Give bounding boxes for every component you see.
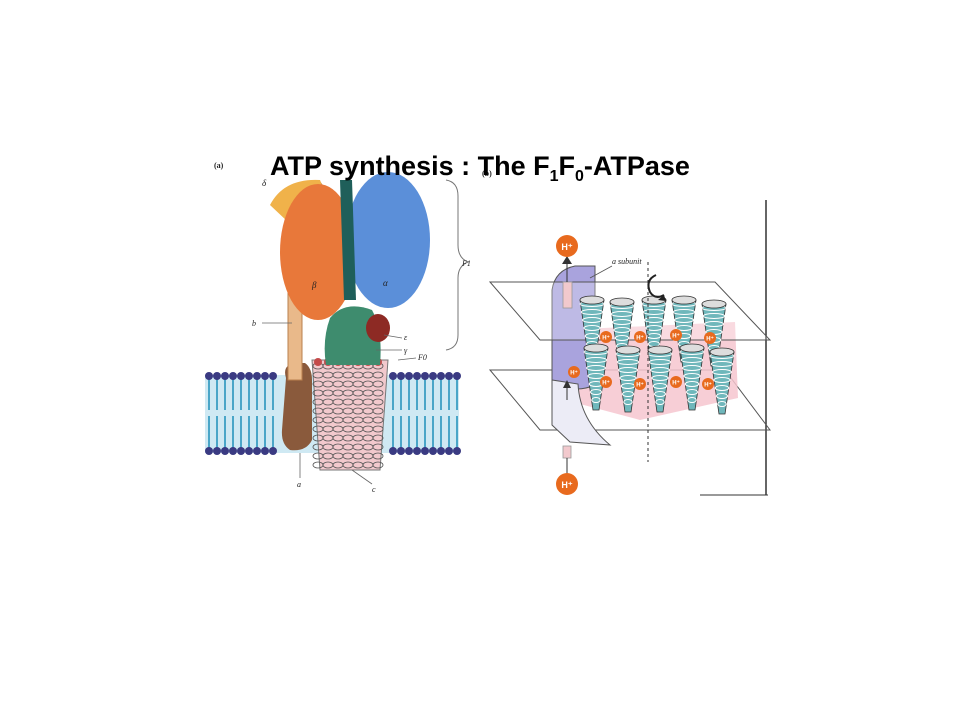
ring-proton-label: H⁺ (706, 336, 714, 343)
ring-proton-label: H⁺ (636, 335, 644, 342)
epsilon-label: ε (404, 333, 408, 342)
epsilon-subunit (366, 314, 390, 342)
f1-label: F1 (461, 259, 471, 268)
proton-top-label: H⁺ (561, 242, 572, 252)
c-ring (312, 358, 388, 470)
proton-bottom-label: H⁺ (561, 480, 572, 490)
ring-proton-6: H⁺ (600, 376, 612, 388)
ring-proton-label: H⁺ (570, 370, 578, 377)
f0-label: F0 (417, 353, 427, 362)
ring-proton-label: H⁺ (672, 333, 680, 340)
ring-proton-label: H⁺ (602, 335, 610, 342)
ring-proton-7: H⁺ (634, 378, 646, 390)
alpha-label: α (383, 278, 388, 288)
ring-proton-8: H⁺ (670, 376, 682, 388)
panel-b: (b) H⁺H⁺H⁺H⁺H⁺H⁺H⁺H⁺H⁺ (482, 169, 770, 495)
ring-proton-1: H⁺ (600, 331, 612, 343)
proton-top: H⁺ (556, 235, 578, 257)
ring-proton-5: H⁺ (568, 366, 580, 378)
alpha-subunit (346, 172, 430, 308)
b-label: b (252, 319, 256, 328)
lower-half-channel (563, 446, 571, 458)
slide-title: ATP synthesis : The F1F0-ATPase (0, 150, 960, 182)
ring-proton-2: H⁺ (634, 331, 646, 343)
c-label: c (372, 485, 376, 494)
a-subunit-label: a subunit (612, 257, 642, 266)
a-label: a (297, 480, 301, 489)
ring-proton-9: H⁺ (702, 378, 714, 390)
ring-proton-label: H⁺ (704, 382, 712, 389)
upper-half-channel (563, 282, 572, 308)
ring-proton-label: H⁺ (636, 382, 644, 389)
ring-proton-3: H⁺ (670, 329, 682, 341)
ring-proton-label: H⁺ (672, 380, 680, 387)
gamma-label: γ (404, 346, 408, 355)
proton-bottom: H⁺ (556, 473, 578, 495)
ring-proton-4: H⁺ (704, 332, 716, 344)
ring-proton-label: H⁺ (602, 380, 610, 387)
panel-a: (a) δ β α b ε γ F1 F0 a c (205, 161, 471, 494)
beta-label: β (311, 280, 317, 290)
